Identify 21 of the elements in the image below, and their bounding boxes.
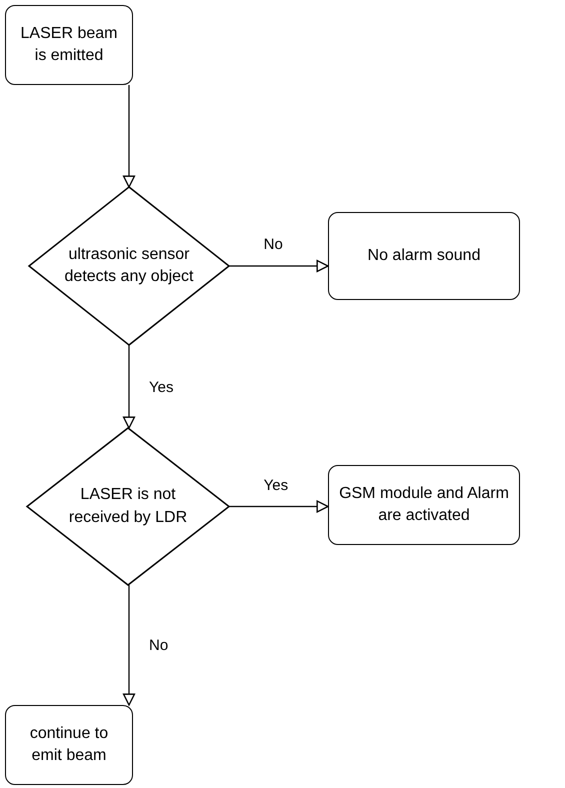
edge-label: Yes bbox=[264, 476, 288, 494]
node-text: LASER beam is emitted bbox=[20, 24, 118, 66]
arrow bbox=[122, 585, 136, 706]
edge-label: No bbox=[264, 236, 283, 253]
arrow bbox=[229, 500, 329, 513]
node-text: LASER is not received by LDR bbox=[68, 485, 188, 528]
edge-label: No bbox=[149, 637, 168, 654]
process-box bbox=[328, 465, 520, 545]
decision-diamond bbox=[29, 187, 229, 345]
process-box bbox=[5, 5, 133, 85]
node-text: continue to emit beam bbox=[28, 724, 110, 766]
arrow bbox=[122, 85, 136, 188]
node-text: GSM module and Alarm are activated bbox=[338, 484, 510, 526]
process-box bbox=[5, 705, 133, 785]
decision-diamond bbox=[27, 428, 229, 585]
arrow bbox=[229, 260, 329, 272]
edge-label: Yes bbox=[149, 378, 174, 396]
arrow bbox=[122, 345, 136, 429]
process-box bbox=[328, 212, 520, 300]
node-text: ultrasonic sensor detects any object bbox=[64, 244, 194, 287]
node-text: No alarm sound bbox=[368, 246, 480, 266]
